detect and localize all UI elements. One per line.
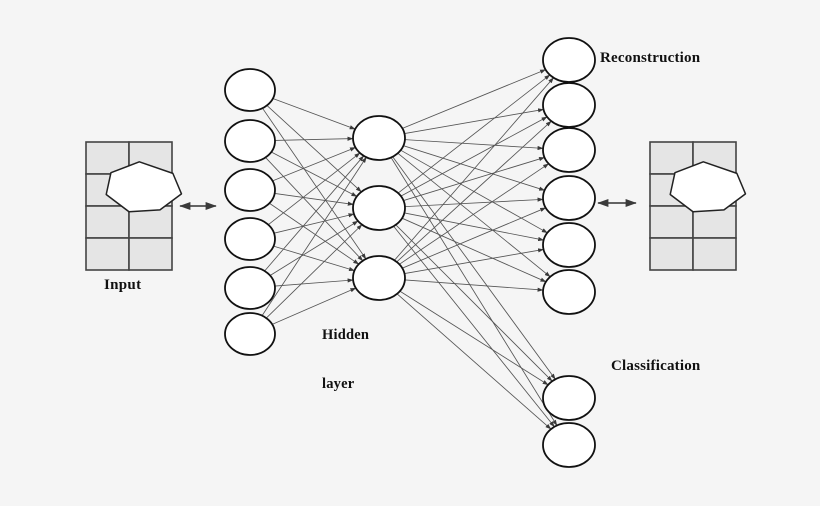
edge-hidden-classification xyxy=(390,157,558,426)
edge-hidden-reconstruction xyxy=(397,152,551,278)
edge-hidden-reconstruction xyxy=(402,207,547,269)
input-label: Input xyxy=(104,277,142,293)
edge-hidden-reconstruction xyxy=(394,77,554,261)
network-nodes xyxy=(224,37,596,468)
edge-input-hidden xyxy=(273,245,355,272)
classification-layer-node[interactable] xyxy=(542,375,596,421)
hidden-layer-label-line1: Hidden xyxy=(322,327,370,344)
object-outline-heptagon xyxy=(105,161,183,213)
edge-hidden-reconstruction xyxy=(404,139,544,151)
object-outline-heptagon xyxy=(669,161,747,213)
edge-hidden-reconstruction xyxy=(403,145,546,191)
edge-input-hidden xyxy=(261,156,367,316)
edge-input-hidden xyxy=(271,151,358,197)
edge-input-hidden xyxy=(266,105,362,193)
edges-input-to-hidden xyxy=(261,98,367,325)
edge-hidden-classification xyxy=(392,156,556,380)
edge-hidden-reconstruction xyxy=(404,248,544,274)
edges-hidden-to-output xyxy=(390,69,558,430)
reconstruction-image-grid xyxy=(649,141,747,271)
edge-input-hidden xyxy=(269,220,359,276)
edge-hidden-classification xyxy=(399,290,549,386)
edge-input-hidden xyxy=(274,278,354,287)
input-layer-node[interactable] xyxy=(224,217,276,261)
hidden-layer-label: Hidden layer xyxy=(322,295,369,425)
hidden-layer-label-line2: layer xyxy=(322,376,355,393)
input-image-grid-cell xyxy=(85,237,130,271)
input-layer-node[interactable] xyxy=(224,312,276,356)
reconstruction-layer-node[interactable] xyxy=(542,82,596,128)
edge-input-hidden xyxy=(272,147,356,182)
reconstruction-image-grid-cell xyxy=(692,237,737,271)
edge-input-hidden xyxy=(266,224,363,319)
edge-input-hidden xyxy=(268,152,361,226)
input-image-grid-cell xyxy=(85,205,130,239)
edge-hidden-reconstruction xyxy=(399,163,550,265)
image-grids xyxy=(85,141,747,271)
reconstruction-label: Reconstruction xyxy=(600,50,701,66)
reconstruction-layer-node[interactable] xyxy=(542,127,596,173)
edge-input-hidden xyxy=(274,136,354,141)
hidden-layer-node[interactable] xyxy=(352,185,406,231)
edge-hidden-reconstruction xyxy=(402,69,547,129)
edge-hidden-reconstruction xyxy=(404,212,545,242)
reconstruction-layer-node[interactable] xyxy=(542,222,596,268)
input-layer-node[interactable] xyxy=(224,266,276,310)
edge-hidden-reconstruction xyxy=(397,74,551,194)
edge-input-hidden xyxy=(273,213,355,234)
reconstruction-image-grid-cell xyxy=(649,205,694,239)
edge-input-hidden xyxy=(274,193,354,206)
edge-hidden-reconstruction xyxy=(403,157,545,201)
input-layer-node[interactable] xyxy=(224,68,276,112)
hidden-layer-node[interactable] xyxy=(352,255,406,301)
edge-input-hidden xyxy=(262,107,367,260)
reconstruction-image-grid-cell xyxy=(649,237,694,271)
classification-layer-node[interactable] xyxy=(542,422,596,468)
input-image-grid-cell xyxy=(128,237,173,271)
edge-input-hidden xyxy=(265,157,364,262)
edge-hidden-reconstruction xyxy=(404,197,544,208)
input-layer-node[interactable] xyxy=(224,168,276,212)
edge-hidden-reconstruction xyxy=(396,120,552,263)
edge-input-hidden xyxy=(272,98,356,130)
edge-hidden-classification xyxy=(395,224,553,382)
edge-hidden-reconstruction xyxy=(400,116,548,197)
reconstruction-layer-node[interactable] xyxy=(542,37,596,83)
classification-label: Classification xyxy=(611,358,701,374)
bidirectional-arrows xyxy=(179,199,637,210)
edge-hidden-reconstruction xyxy=(401,217,547,283)
edge-input-hidden xyxy=(269,202,360,265)
edge-hidden-reconstruction xyxy=(404,108,544,134)
edge-input-hidden xyxy=(264,155,365,272)
input-layer-node[interactable] xyxy=(224,119,276,163)
reconstruction-layer-node[interactable] xyxy=(542,269,596,315)
edge-hidden-classification xyxy=(393,225,555,428)
edge-hidden-reconstruction xyxy=(404,279,544,292)
reconstruction-layer-node[interactable] xyxy=(542,175,596,221)
edge-hidden-classification xyxy=(396,293,552,430)
input-image-grid xyxy=(85,141,183,271)
edge-input-hidden xyxy=(272,287,357,325)
hidden-layer-node[interactable] xyxy=(352,115,406,161)
